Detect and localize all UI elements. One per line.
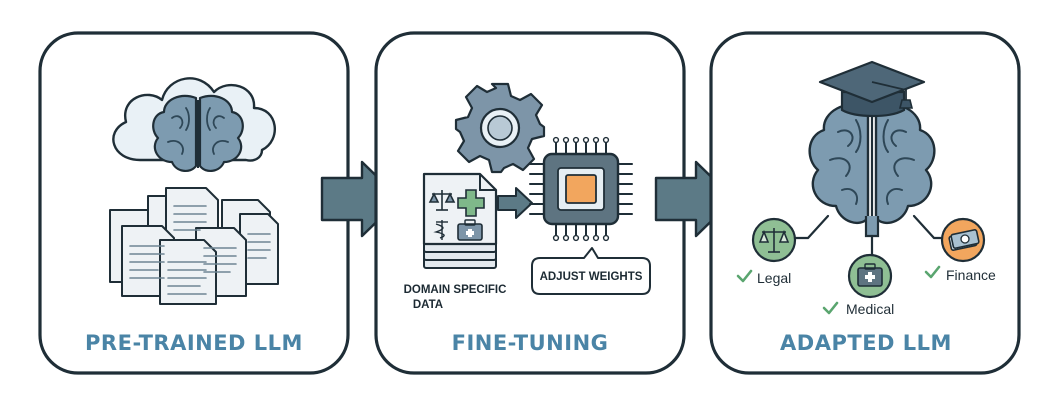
chip-icon bbox=[529, 136, 633, 242]
medical-cross-small-icon bbox=[457, 189, 485, 217]
finance-check-icon bbox=[924, 265, 941, 279]
panel-pretrained: PRE-TRAINED LLM bbox=[38, 31, 350, 375]
domain-finance: Finance bbox=[924, 217, 996, 283]
medical-label: Medical bbox=[846, 301, 894, 317]
domain-data-label-line2: DATA bbox=[413, 299, 443, 311]
domain-legal: Legal bbox=[736, 217, 797, 286]
medical-check-icon bbox=[822, 301, 839, 315]
panel-finetuning: ADJUST WEIGHTS DOMAIN SPECIFIC DATA FINE… bbox=[374, 31, 686, 375]
medical-kit-small-icon bbox=[457, 219, 483, 241]
data-to-chip-arrow bbox=[497, 187, 533, 219]
graduation-cap-icon bbox=[818, 60, 926, 118]
domain-medical: Medical bbox=[822, 253, 894, 317]
adapted-brain-icon bbox=[808, 103, 936, 238]
adjust-weights-label: ADJUST WEIGHTS bbox=[540, 271, 643, 283]
panel-adapted-title: ADAPTED LLM bbox=[780, 331, 952, 355]
data-stack-icon bbox=[422, 172, 498, 269]
gear-icon bbox=[454, 82, 546, 174]
money-icon bbox=[948, 229, 980, 251]
scales-small-icon bbox=[428, 190, 456, 211]
panel-finetuning-title: FINE-TUNING bbox=[452, 331, 609, 355]
finance-label: Finance bbox=[946, 267, 996, 283]
medical-kit-icon bbox=[857, 263, 883, 287]
legal-label: Legal bbox=[757, 270, 791, 286]
legal-check-icon bbox=[736, 269, 753, 283]
adjust-weights-callout: ADJUST WEIGHTS bbox=[531, 247, 651, 295]
panel-adapted: Legal Medical Finance ADAPTED LLM bbox=[709, 31, 1021, 375]
brain-icon bbox=[152, 94, 244, 172]
caduceus-small-icon bbox=[433, 220, 448, 240]
panel-pretrained-title: PRE-TRAINED LLM bbox=[85, 331, 303, 355]
document-pile-icon bbox=[109, 187, 279, 305]
scales-icon bbox=[758, 228, 790, 253]
domain-data-label-line1: DOMAIN SPECIFIC bbox=[404, 284, 507, 296]
